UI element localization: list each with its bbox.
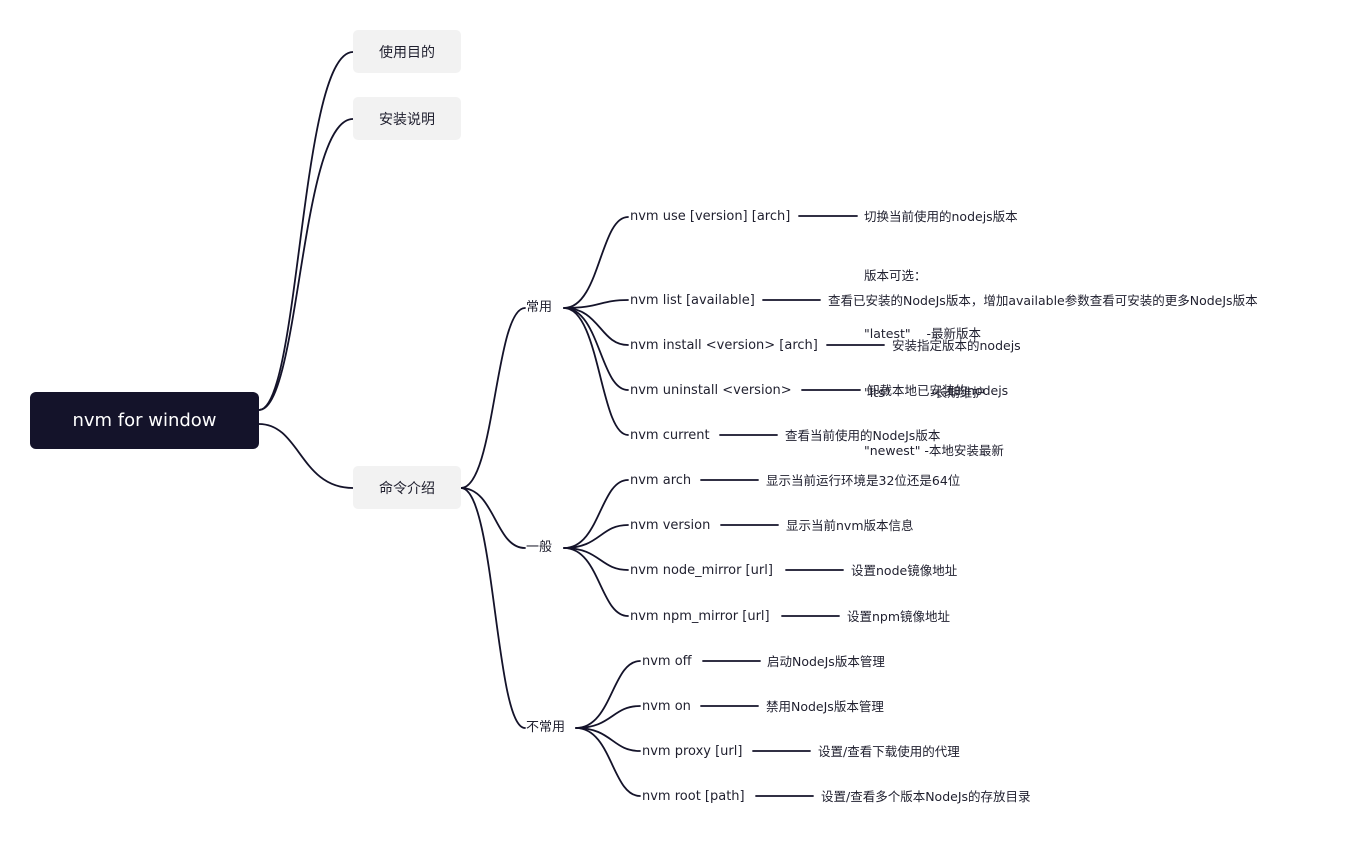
node-purpose[interactable]: 使用目的 — [353, 30, 461, 73]
desc-use-line: 切换当前使用的nodejs版本 — [864, 209, 1018, 224]
desc-node-mirror: 设置node镜像地址 — [851, 563, 958, 578]
cmd-arch[interactable]: nvm arch — [630, 473, 692, 488]
cmd-on[interactable]: nvm on — [642, 699, 691, 714]
group-uncommon[interactable]: 不常用 — [526, 720, 566, 735]
node-install-guide[interactable]: 安装说明 — [353, 97, 461, 140]
desc-arch: 显示当前运行环境是32位还是64位 — [766, 473, 961, 488]
cmd-version[interactable]: nvm version — [630, 518, 711, 533]
root-node[interactable]: nvm for window — [30, 392, 259, 449]
cmd-use[interactable]: nvm use [version] [arch] — [630, 209, 791, 224]
cmd-root[interactable]: nvm root [path] — [642, 789, 745, 804]
desc-use-line: 版本可选： — [864, 267, 927, 283]
desc-current: 查看当前使用的NodeJs版本 — [785, 428, 941, 443]
desc-uninstall: 卸载本地已安装的nodejs — [867, 383, 1009, 398]
cmd-proxy[interactable]: nvm proxy [url] — [642, 744, 743, 759]
desc-use-line: "latest" -最新版本 — [864, 326, 982, 341]
cmd-install[interactable]: nvm install <version> [arch] — [630, 338, 818, 353]
cmd-list[interactable]: nvm list [available] — [630, 293, 755, 308]
desc-list: 查看已安装的NodeJs版本，增加available参数查看可安装的更多Node… — [828, 293, 1258, 308]
desc-version: 显示当前nvm版本信息 — [786, 518, 914, 533]
desc-use: 切换当前使用的nodejs版本 版本可选： "latest" -最新版本 "lt… — [864, 168, 1018, 480]
desc-on: 禁用NodeJs版本管理 — [766, 699, 884, 714]
cmd-node-mirror[interactable]: nvm node_mirror [url] — [630, 563, 773, 578]
group-general[interactable]: 一般 — [526, 540, 553, 555]
desc-npm-mirror: 设置npm镜像地址 — [847, 609, 951, 624]
desc-install: 安装指定版本的nodejs — [892, 338, 1021, 353]
desc-use-line: "lts" -长期维护 — [864, 384, 985, 400]
cmd-off[interactable]: nvm off — [642, 654, 692, 669]
desc-use-line: "newest" -本地安装最新 — [864, 443, 1004, 458]
group-common[interactable]: 常用 — [526, 300, 553, 315]
cmd-npm-mirror[interactable]: nvm npm_mirror [url] — [630, 609, 770, 624]
desc-off: 启动NodeJs版本管理 — [767, 654, 885, 669]
desc-proxy: 设置/查看下载使用的代理 — [818, 744, 960, 759]
node-command-intro[interactable]: 命令介绍 — [353, 466, 461, 509]
cmd-current[interactable]: nvm current — [630, 428, 710, 443]
desc-root: 设置/查看多个版本NodeJs的存放目录 — [821, 789, 1031, 804]
cmd-uninstall[interactable]: nvm uninstall <version> — [630, 383, 792, 398]
